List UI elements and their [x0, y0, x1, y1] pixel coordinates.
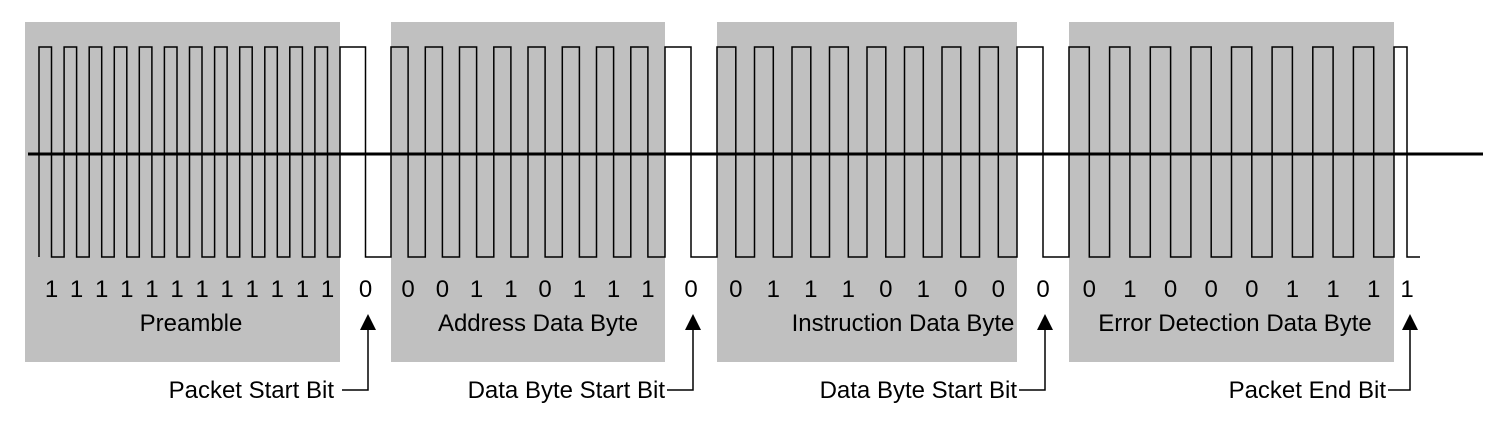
instruction-bit-label: 1 — [804, 276, 817, 303]
error-bit-label: 1 — [1286, 276, 1299, 303]
packet-end-label: Packet End Bit — [1229, 377, 1387, 404]
error-bit-label: 0 — [1245, 276, 1258, 303]
preamble-bit-label: 1 — [296, 276, 309, 303]
address-bit-label: 0 — [401, 276, 414, 303]
instruction-bit-label: 0 — [879, 276, 892, 303]
preamble-bit-label: 1 — [170, 276, 183, 303]
preamble-bit-label: 1 — [246, 276, 259, 303]
packet-start-bit-label: 0 — [359, 276, 372, 303]
data-byte-start-leader-1 — [667, 328, 694, 391]
packet-start-arrow — [360, 314, 376, 330]
instruction-bit-label: 1 — [842, 276, 855, 303]
data-byte-start-arrow-2 — [1037, 314, 1053, 330]
preamble-bit-label: 1 — [95, 276, 108, 303]
address-bit-label: 1 — [470, 276, 483, 303]
signal-waveform — [38, 46, 1420, 258]
instruction-bit-label: 1 — [917, 276, 930, 303]
address-bit-label: 0 — [538, 276, 551, 303]
packet-end-bit-label: 1 — [1400, 276, 1413, 303]
packet-start-callout: Packet Start Bit — [169, 314, 376, 404]
preamble-bit-label: 1 — [271, 276, 284, 303]
packet-start-label: Packet Start Bit — [169, 377, 335, 404]
error-bit-label: 0 — [1205, 276, 1218, 303]
packet-end-arrow — [1402, 314, 1418, 330]
packet-start-leader — [342, 328, 369, 391]
preamble-bit-label: 1 — [70, 276, 83, 303]
data-byte-start-leader-2 — [1019, 328, 1046, 391]
data-byte-start-label-1: Data Byte Start Bit — [468, 377, 666, 404]
preamble-bit-label: 1 — [321, 276, 334, 303]
preamble-bit-label: 1 — [195, 276, 208, 303]
address-bit-label: 1 — [573, 276, 586, 303]
instruction-bit-label: 0 — [729, 276, 742, 303]
error-bit-label: 0 — [1164, 276, 1177, 303]
data-start-2-bit-label: 0 — [1036, 276, 1049, 303]
address-bit-label: 1 — [504, 276, 517, 303]
preamble-bit-label: 1 — [45, 276, 58, 303]
packet-end-leader — [1388, 328, 1411, 391]
preamble-section-bg — [25, 22, 340, 362]
data-byte-start-callout-1: Data Byte Start Bit — [468, 314, 701, 404]
instruction-byte-label: Instruction Data Byte — [792, 310, 1015, 337]
error-bit-label: 1 — [1367, 276, 1380, 303]
preamble-bit-label: 1 — [220, 276, 233, 303]
data-byte-start-callout-2: Data Byte Start Bit — [820, 314, 1053, 404]
data-byte-start-label-2: Data Byte Start Bit — [820, 377, 1018, 404]
preamble-bit-label: 1 — [120, 276, 133, 303]
error-bit-label: 1 — [1123, 276, 1136, 303]
instruction-bit-label: 0 — [992, 276, 1005, 303]
instruction-bit-label: 0 — [954, 276, 967, 303]
address-bit-label: 0 — [436, 276, 449, 303]
address-byte-label: Address Data Byte — [438, 310, 638, 337]
data-byte-start-arrow-1 — [685, 314, 701, 330]
preamble-bit-label: 1 — [145, 276, 158, 303]
instruction-bit-label: 1 — [767, 276, 780, 303]
preamble-label: Preamble — [140, 310, 243, 337]
error-bit-label: 1 — [1326, 276, 1339, 303]
error-byte-label: Error Detection Data Byte — [1098, 310, 1371, 337]
data-start-1-bit-label: 0 — [684, 276, 697, 303]
packet-end-callout: Packet End Bit — [1229, 314, 1418, 404]
address-bit-label: 1 — [641, 276, 654, 303]
address-bit-label: 1 — [607, 276, 620, 303]
error-bit-label: 0 — [1083, 276, 1096, 303]
